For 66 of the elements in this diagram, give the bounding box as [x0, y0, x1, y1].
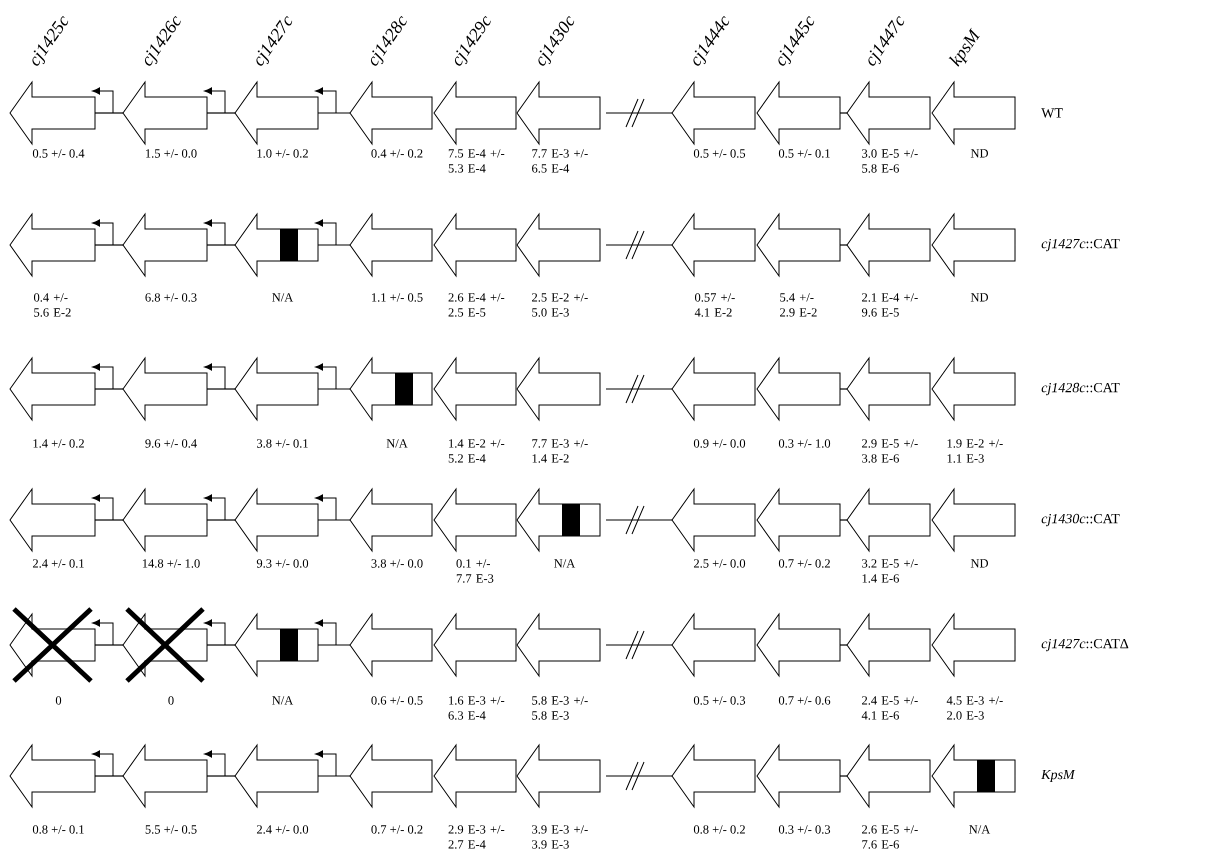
expression-value: 5.8 E-3 +/- 5.8 E-3 [532, 696, 588, 720]
expression-value: 0.5 +/- 0.5 [693, 149, 746, 158]
expression-value: 7.7 E-3 +/- 1.4 E-2 [532, 439, 588, 463]
expression-value: 2.5 +/- 0.0 [693, 559, 746, 568]
expression-value: 1.1 +/- 0.5 [372, 293, 423, 302]
strain-label: KpsM [1041, 769, 1076, 783]
expression-value: 2.4 +/- 0.1 [32, 559, 84, 568]
expression-value: 2.4 E-5 +/- 4.1 E-6 [861, 696, 918, 720]
expression-value: 3.0 E-5 +/- 5.8 E-6 [862, 149, 918, 173]
expression-value: 6.8 +/- 0.3 [145, 293, 197, 302]
expression-value: 9.6 +/- 0.4 [145, 439, 197, 448]
expression-value: 7.7 E-3 +/- 6.5 E-4 [532, 149, 588, 173]
expression-value: 0.5 +/- 0.3 [693, 696, 746, 705]
expression-value: 2.6 E-5 +/- 7.6 E-6 [862, 825, 918, 849]
expression-value: 2.9 E-5 +/- 3.8 E-6 [862, 439, 918, 463]
expression-value: 3.2 E-5 +/- 1.4 E-6 [862, 559, 918, 583]
expression-value: 0.5 +/- 0.4 [32, 149, 85, 158]
expression-value: 3.9 E-3 +/- 3.9 E-3 [532, 825, 588, 849]
expression-value: 0.7 +/- 0.2 [371, 825, 423, 834]
expression-value: 4.5 E-3 +/- 2.0 E-3 [946, 696, 1003, 720]
expression-value: 0.7 +/- 0.2 [778, 559, 830, 568]
expression-value: 1.9 E-2 +/- 1.1 E-3 [947, 439, 1003, 463]
expression-value: 1.4 E-2 +/- 5.2 E-4 [448, 439, 505, 463]
expression-value: N/A [272, 696, 294, 705]
expression-value: 1.0 +/- 0.2 [257, 149, 308, 158]
expression-value: 1.4 +/- 0.2 [33, 439, 84, 448]
strain-label: cj1427c::CAT [1041, 238, 1120, 252]
expression-value: 0.8 +/- 0.1 [32, 825, 84, 834]
expression-value: 0.9 +/- 0.0 [693, 439, 746, 448]
expression-value: ND [970, 559, 989, 568]
expression-value: N/A [554, 559, 576, 568]
expression-value: ND [970, 293, 989, 302]
expression-value: 0.8 +/- 0.2 [693, 825, 745, 834]
expression-value: 0.3 +/- 0.3 [778, 825, 831, 834]
expression-value: ND [970, 149, 989, 158]
expression-value: 0.6 +/- 0.5 [371, 696, 423, 705]
expression-value: 0.57 +/- 4.1 E-2 [694, 293, 735, 317]
expression-value: N/A [969, 825, 991, 834]
expression-value: 2.6 E-4 +/- 2.5 E-5 [448, 293, 505, 317]
expression-value: 0.4 +/- 0.2 [371, 149, 423, 158]
expression-value: 0.4 +/- 5.6 E-2 [33, 293, 71, 317]
expression-value: 5.5 +/- 0.5 [145, 825, 197, 834]
expression-value: 1.6 E-3 +/- 6.3 E-4 [448, 696, 505, 720]
expression-value: 1.5 +/- 0.0 [146, 149, 197, 158]
expression-value: N/A [386, 439, 408, 448]
expression-value: 3.8 +/- 0.1 [257, 439, 308, 448]
strain-label: cj1430c::CAT [1041, 513, 1120, 527]
expression-value: 0 [55, 696, 62, 705]
expression-value: 2.1 E-4 +/- 9.6 E-5 [861, 293, 918, 317]
expression-value: 7.5 E-4 +/- 5.3 E-4 [448, 149, 505, 173]
expression-value: 2.4 +/- 0.0 [256, 825, 309, 834]
expression-value: 0.1 +/- 7.7 E-3 [456, 559, 494, 583]
strain-label: WT [1041, 108, 1063, 118]
expression-value: 0.7 +/- 0.6 [778, 696, 831, 705]
expression-value: 2.5 E-2 +/- 5.0 E-3 [532, 293, 588, 317]
expression-value: 3.8 +/- 0.0 [371, 559, 423, 568]
strain-label: cj1427c::CATΔ [1041, 638, 1129, 652]
expression-value: 0 [168, 696, 174, 705]
expression-value: 0.3 +/- 1.0 [778, 439, 831, 448]
expression-value: 5.4 +/- 2.9 E-2 [780, 293, 817, 317]
expression-value: 14.8 +/- 1.0 [142, 559, 200, 568]
expression-value: 2.9 E-3 +/- 2.7 E-4 [448, 825, 505, 849]
expression-value: N/A [272, 293, 294, 302]
strain-label: cj1428c::CAT [1041, 382, 1120, 396]
expression-value: 9.3 +/- 0.0 [256, 559, 309, 568]
expression-value: 0.5 +/- 0.1 [778, 149, 830, 158]
